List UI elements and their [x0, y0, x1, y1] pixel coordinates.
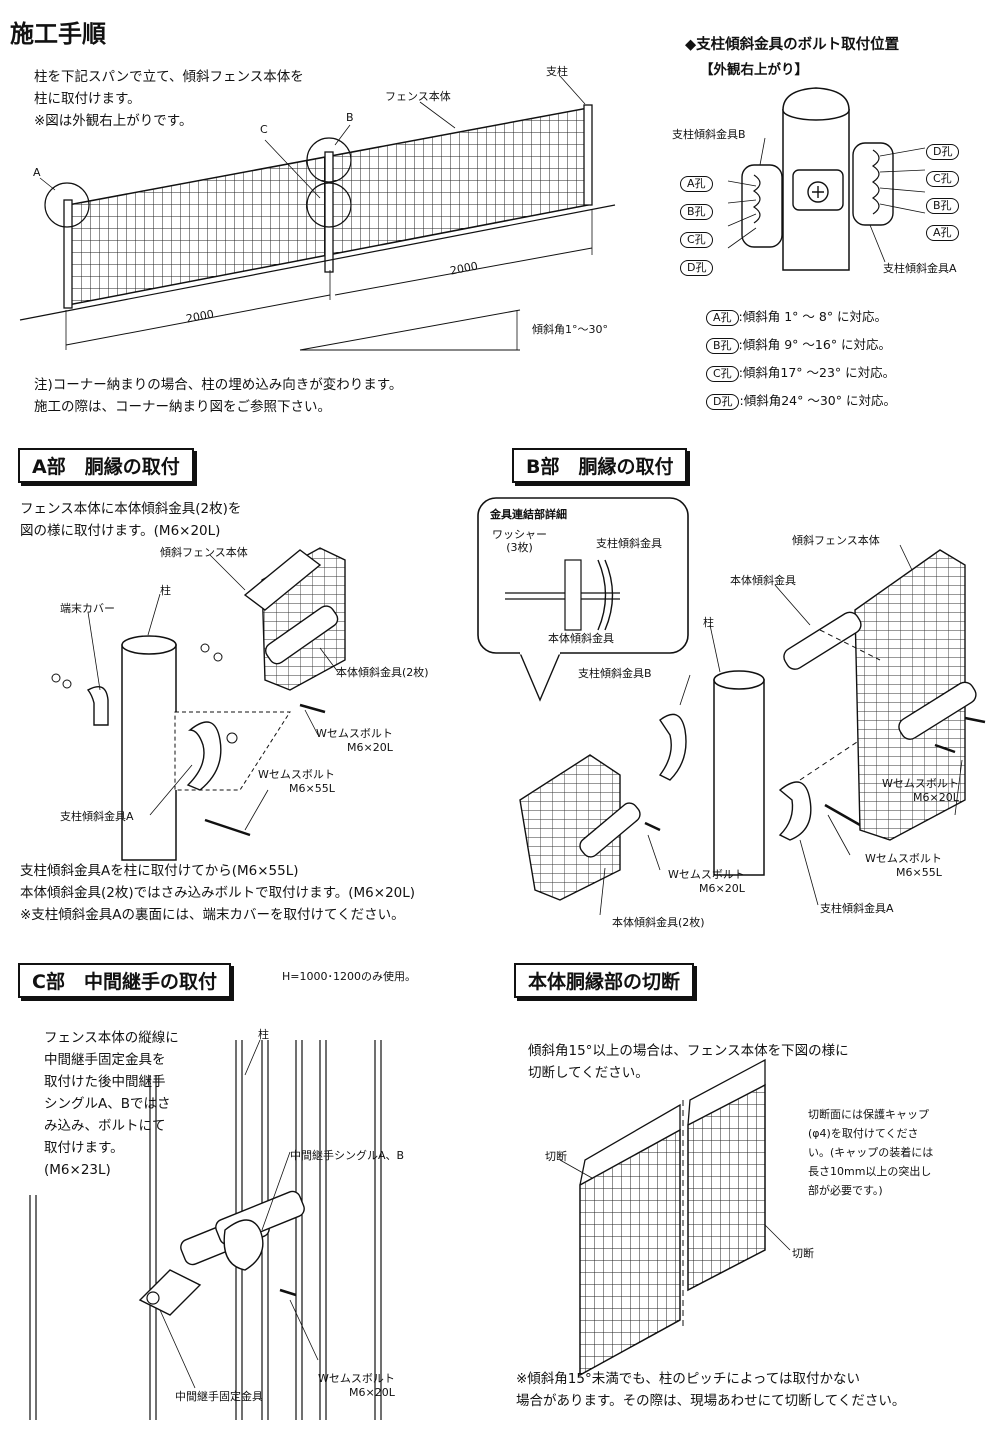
c-label-fixing: 中間継手固定金具 [175, 1390, 263, 1403]
intro-text: 柱を下記スパンで立て、傾斜フェンス本体を 柱に取付けます。 ※図は外観右上がりで… [34, 69, 304, 129]
section-c-note: H=1000･1200のみ使用。 [282, 970, 416, 983]
a-label-bolt-m6x20: Wセムスボルト M6×20L [316, 727, 393, 754]
a-label-post-bracket: 支柱傾斜金具A [60, 810, 134, 823]
cut-label-2: 切断 [792, 1247, 814, 1260]
span-dim-1 [65, 294, 331, 346]
post-a [121, 644, 177, 861]
fence-b-left-panel [519, 754, 621, 901]
post-right [583, 104, 593, 206]
ground-line [19, 204, 616, 321]
bracket-a-shape [852, 142, 894, 226]
b-label-post-bracket-b: 支柱傾斜金具B [578, 667, 652, 680]
a-label-bolt-m6x55: Wセムスボルト M6×55L [258, 768, 335, 795]
legend-row-b: B孔:傾斜角 9° ～16° に対応。 [706, 331, 896, 359]
right-hole-d: D孔 [926, 144, 960, 160]
bolt-position-subtitle: 【外観右上がり】 [700, 62, 808, 78]
circle-b [306, 137, 352, 183]
page-title: 施工手順 [10, 20, 106, 48]
b-label-washer: ワッシャー (3枚) [492, 528, 547, 554]
fence-overview-drawing [19, 75, 616, 351]
b-label-bolt-m6x55: Wセムスボルト M6×55L [865, 852, 942, 879]
cap-note: 切断面には保護キャップ (φ4)を取付けてくださ い。(キャップの装着には 長さ… [808, 1108, 934, 1197]
left-holes: A孔 B孔 C孔 D孔 [680, 172, 714, 276]
b-label-body-bracket-detail: 本体傾斜金具 [548, 632, 614, 645]
b-label-post-bracket-detail: 支柱傾斜金具 [596, 537, 662, 550]
left-hole-a: A孔 [680, 176, 713, 192]
hole-legend: A孔:傾斜角 1° ～ 8° に対応。 B孔:傾斜角 9° ～16° に対応。 … [706, 303, 896, 415]
right-holes: D孔 C孔 B孔 A孔 [926, 140, 960, 241]
detail-callout [477, 497, 689, 654]
section-cut-heading: 本体胴縁部の切断 [514, 963, 695, 998]
label-bracket-a: 支柱傾斜金具A [883, 262, 957, 275]
section-b-heading: B部 胴縁の取付 [512, 448, 688, 483]
label-c: C [260, 123, 268, 136]
right-hole-a: A孔 [926, 225, 959, 241]
b-label-body-bracket-2: 本体傾斜金具(2枚) [612, 916, 705, 929]
section-cut-drawing [559, 1058, 791, 1377]
post-left [63, 199, 73, 309]
bracket-b-shape [741, 164, 783, 248]
left-hole-c: C孔 [680, 232, 713, 248]
cut-label-1: 切断 [545, 1150, 567, 1163]
label-post: 支柱 [546, 65, 568, 78]
section-a-heading: A部 胴縁の取付 [18, 448, 194, 483]
section-a-desc: フェンス本体に本体傾斜金具(2枚)を 図の様に取付けます。(M6×20L) [20, 501, 242, 539]
end-cover-shape [86, 686, 109, 726]
a-label-cover: 端末カバー [60, 602, 115, 615]
section-cut-desc: 傾斜角15°以上の場合は、フェンス本体を下図の様に 切断してください。 [528, 1043, 849, 1081]
circle-c [306, 182, 352, 228]
section-c-desc: フェンス本体の縦線に 中間継手固定金具を 取付けた後中間継手 シングルA、Bでは… [44, 1030, 179, 1178]
c-label-post: 柱 [258, 1028, 269, 1041]
post-bracket-a-shape [778, 781, 812, 841]
label-fence-body: フェンス本体 [385, 90, 451, 103]
post-b [713, 679, 765, 876]
b-label-body-bracket: 本体傾斜金具 [730, 574, 796, 587]
b-detail-title: 金具連結部詳細 [490, 508, 567, 521]
cut-panel-right [687, 1083, 766, 1292]
fence-b-right-panel [854, 549, 966, 841]
b-label-post-bracket-a: 支柱傾斜金具A [820, 902, 894, 915]
angle-range: 傾斜角1°～30° [532, 323, 608, 336]
circle-a [44, 182, 90, 228]
body-bracket-a [265, 605, 339, 665]
right-hole-c: C孔 [926, 171, 959, 187]
a-label-post: 柱 [160, 584, 171, 597]
section-b-drawing [477, 497, 986, 916]
label-bracket-b: 支柱傾斜金具B [672, 128, 746, 141]
a-label-fence: 傾斜フェンス本体 [160, 546, 248, 559]
c-label-bolt: Wセムスボルト M6×20L [318, 1372, 395, 1399]
left-hole-d: D孔 [680, 260, 714, 276]
section-a-footer: 支柱傾斜金具Aを柱に取付けてから(M6×55L) 本体傾斜金具(2枚)ではさみ込… [20, 863, 416, 923]
post-bracket-b-shape [658, 713, 687, 781]
left-hole-b: B孔 [680, 204, 713, 220]
post-middle [324, 151, 334, 273]
section-c-heading: C部 中間継手の取付 [18, 963, 231, 998]
angle-slope [299, 309, 521, 351]
bolt-position-drawing [727, 87, 926, 271]
section-cut-footer: ※傾斜角15°未満でも、柱のピッチによっては取付かない 場合があります。その際は… [516, 1371, 906, 1409]
b-label-bolt-left: Wセムスボルト M6×20L [668, 868, 745, 895]
bolt-position-title: ◆支柱傾斜金具のボルト取付位置 [685, 37, 900, 53]
right-hole-b: B孔 [926, 198, 959, 214]
b-label-bolt-right: Wセムスボルト M6×20L [882, 777, 959, 804]
label-b: B [346, 111, 354, 124]
fixing-bracket-shape [138, 1269, 202, 1316]
b-label-fence: 傾斜フェンス本体 [792, 534, 880, 547]
legend-row-a: A孔:傾斜角 1° ～ 8° に対応。 [706, 303, 896, 331]
legend-row-d: D孔:傾斜角24° ～30° に対応。 [706, 387, 896, 415]
corner-note: 注)コーナー納まりの場合、柱の埋め込み向きが変わります。 施工の際は、コーナー納… [34, 377, 403, 415]
post-bracket-a-shape [186, 721, 222, 791]
cut-panel-left [579, 1128, 681, 1377]
section-a-drawing [51, 547, 346, 861]
span-dim-2 [334, 247, 593, 296]
section-c-drawing [29, 1039, 382, 1420]
c-label-single: 中間継手シングルA、B [290, 1149, 405, 1162]
b-label-post: 柱 [703, 616, 714, 629]
a-label-body-bracket: 本体傾斜金具(2枚) [336, 666, 429, 679]
label-a: A [33, 166, 41, 179]
legend-row-c: C孔:傾斜角17° ～23° に対応。 [706, 359, 896, 387]
